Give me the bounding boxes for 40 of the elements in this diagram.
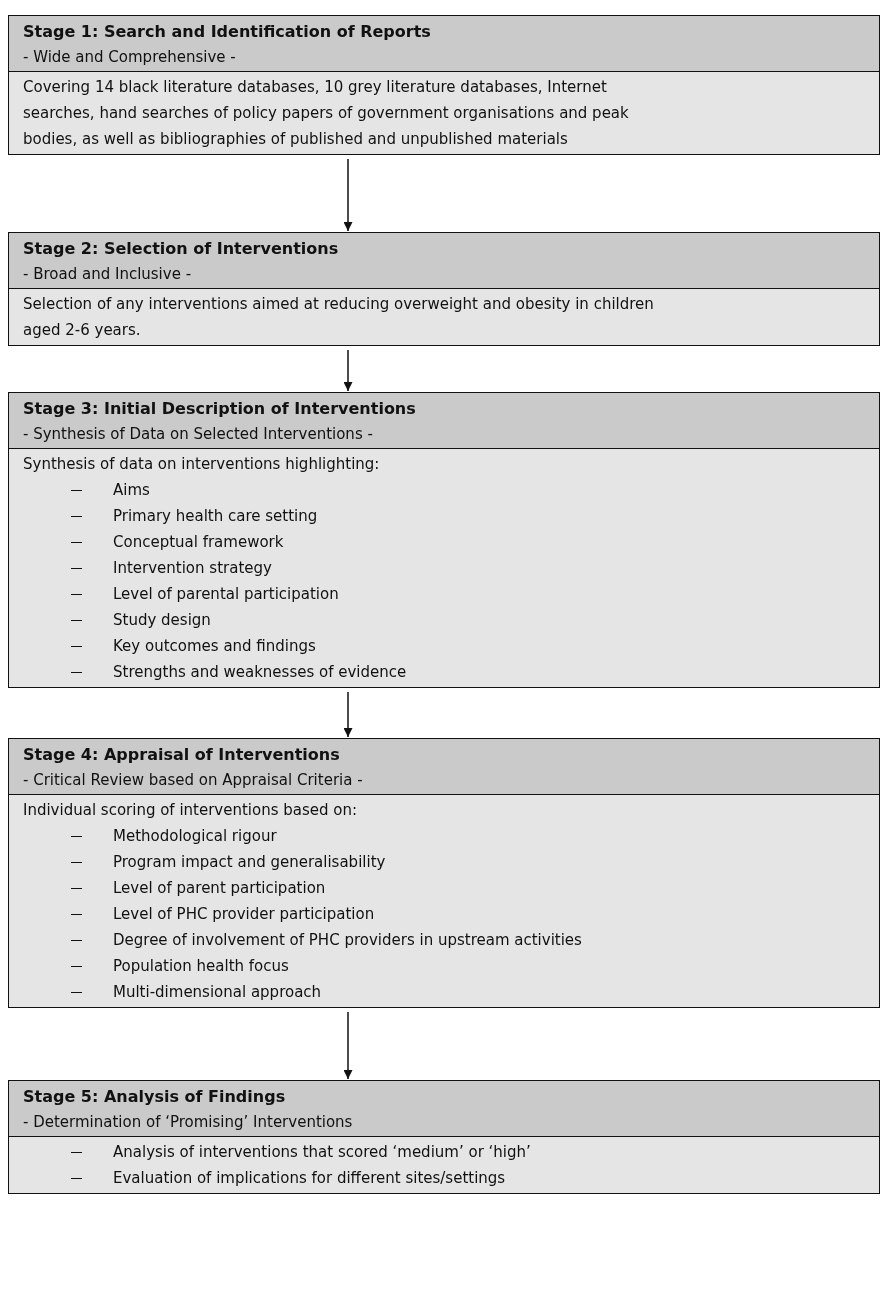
stage-box: [8, 232, 880, 346]
description-text: Covering 14 black literature databases, 10 grey literature databases, Internet searches, hand searches of policy papers of government organisations and peak bodies, as well as bibliographies of published and unpublished materials: [23, 77, 630, 150]
stage-title: Stage 5: Analysis of Findings: [23, 1086, 286, 1108]
list-item-text: Evaluation of implications for different sites/settings: [113, 1168, 506, 1189]
description-text: Individual scoring of interventions based on:: [23, 800, 359, 821]
arrow: [343, 1011, 353, 1080]
stage-subtitle: - Broad and Inclusive -: [23, 264, 192, 285]
stage-box: [8, 15, 880, 155]
stage-title: Stage 3: Initial Description of Interventions: [23, 398, 416, 420]
stage-subtitle: - Wide and Comprehensive -: [23, 47, 236, 68]
stage-box: [8, 1080, 880, 1194]
stage-subtitle: - Determination of ‘Promising’ Interventions: [23, 1112, 353, 1133]
stage-subtitle: - Synthesis of Data on Selected Interventions -: [23, 424, 373, 445]
arrow: [343, 349, 353, 392]
list-item-text: Key outcomes and findings: [113, 636, 316, 657]
stage-subtitle: - Critical Review based on Appraisal Criteria -: [23, 770, 363, 791]
list-item-text: Intervention strategy: [113, 558, 272, 579]
list-item-text: Conceptual framework: [113, 532, 284, 553]
arrow: [343, 158, 353, 232]
list-item-text: Analysis of interventions that scored ‘medium’ or ‘high’: [113, 1142, 531, 1163]
list-item-text: Aims: [113, 480, 150, 501]
description-text: Synthesis of data on interventions highlighting:: [23, 454, 381, 475]
stage-title: Stage 4: Appraisal of Interventions: [23, 744, 340, 766]
list-item-text: Methodological rigour: [113, 826, 277, 847]
list-item-text: Program impact and generalisability: [113, 852, 386, 873]
list-item-text: Level of PHC provider participation: [113, 904, 375, 925]
list-item-text: Study design: [113, 610, 211, 631]
arrow: [343, 691, 353, 738]
stage-title: Stage 1: Search and Identification of Reports: [23, 21, 431, 43]
stage-title: Stage 2: Selection of Interventions: [23, 238, 339, 260]
list-item-text: Multi-dimensional approach: [113, 982, 322, 1003]
description-text: Selection of any interventions aimed at reducing overweight and obesity in children aged 2-6 years.: [23, 294, 655, 341]
list-item-text: Level of parent participation: [113, 878, 326, 899]
list-item-text: Primary health care setting: [113, 506, 318, 527]
list-item-text: Strengths and weaknesses of evidence: [113, 662, 407, 683]
stage-box: [8, 738, 880, 1008]
list-item-text: Level of parental participation: [113, 584, 339, 605]
stage-box: [8, 392, 880, 688]
list-item-text: Population health focus: [113, 956, 289, 977]
list-item-text: Degree of involvement of PHC providers in upstream activities: [113, 930, 582, 951]
